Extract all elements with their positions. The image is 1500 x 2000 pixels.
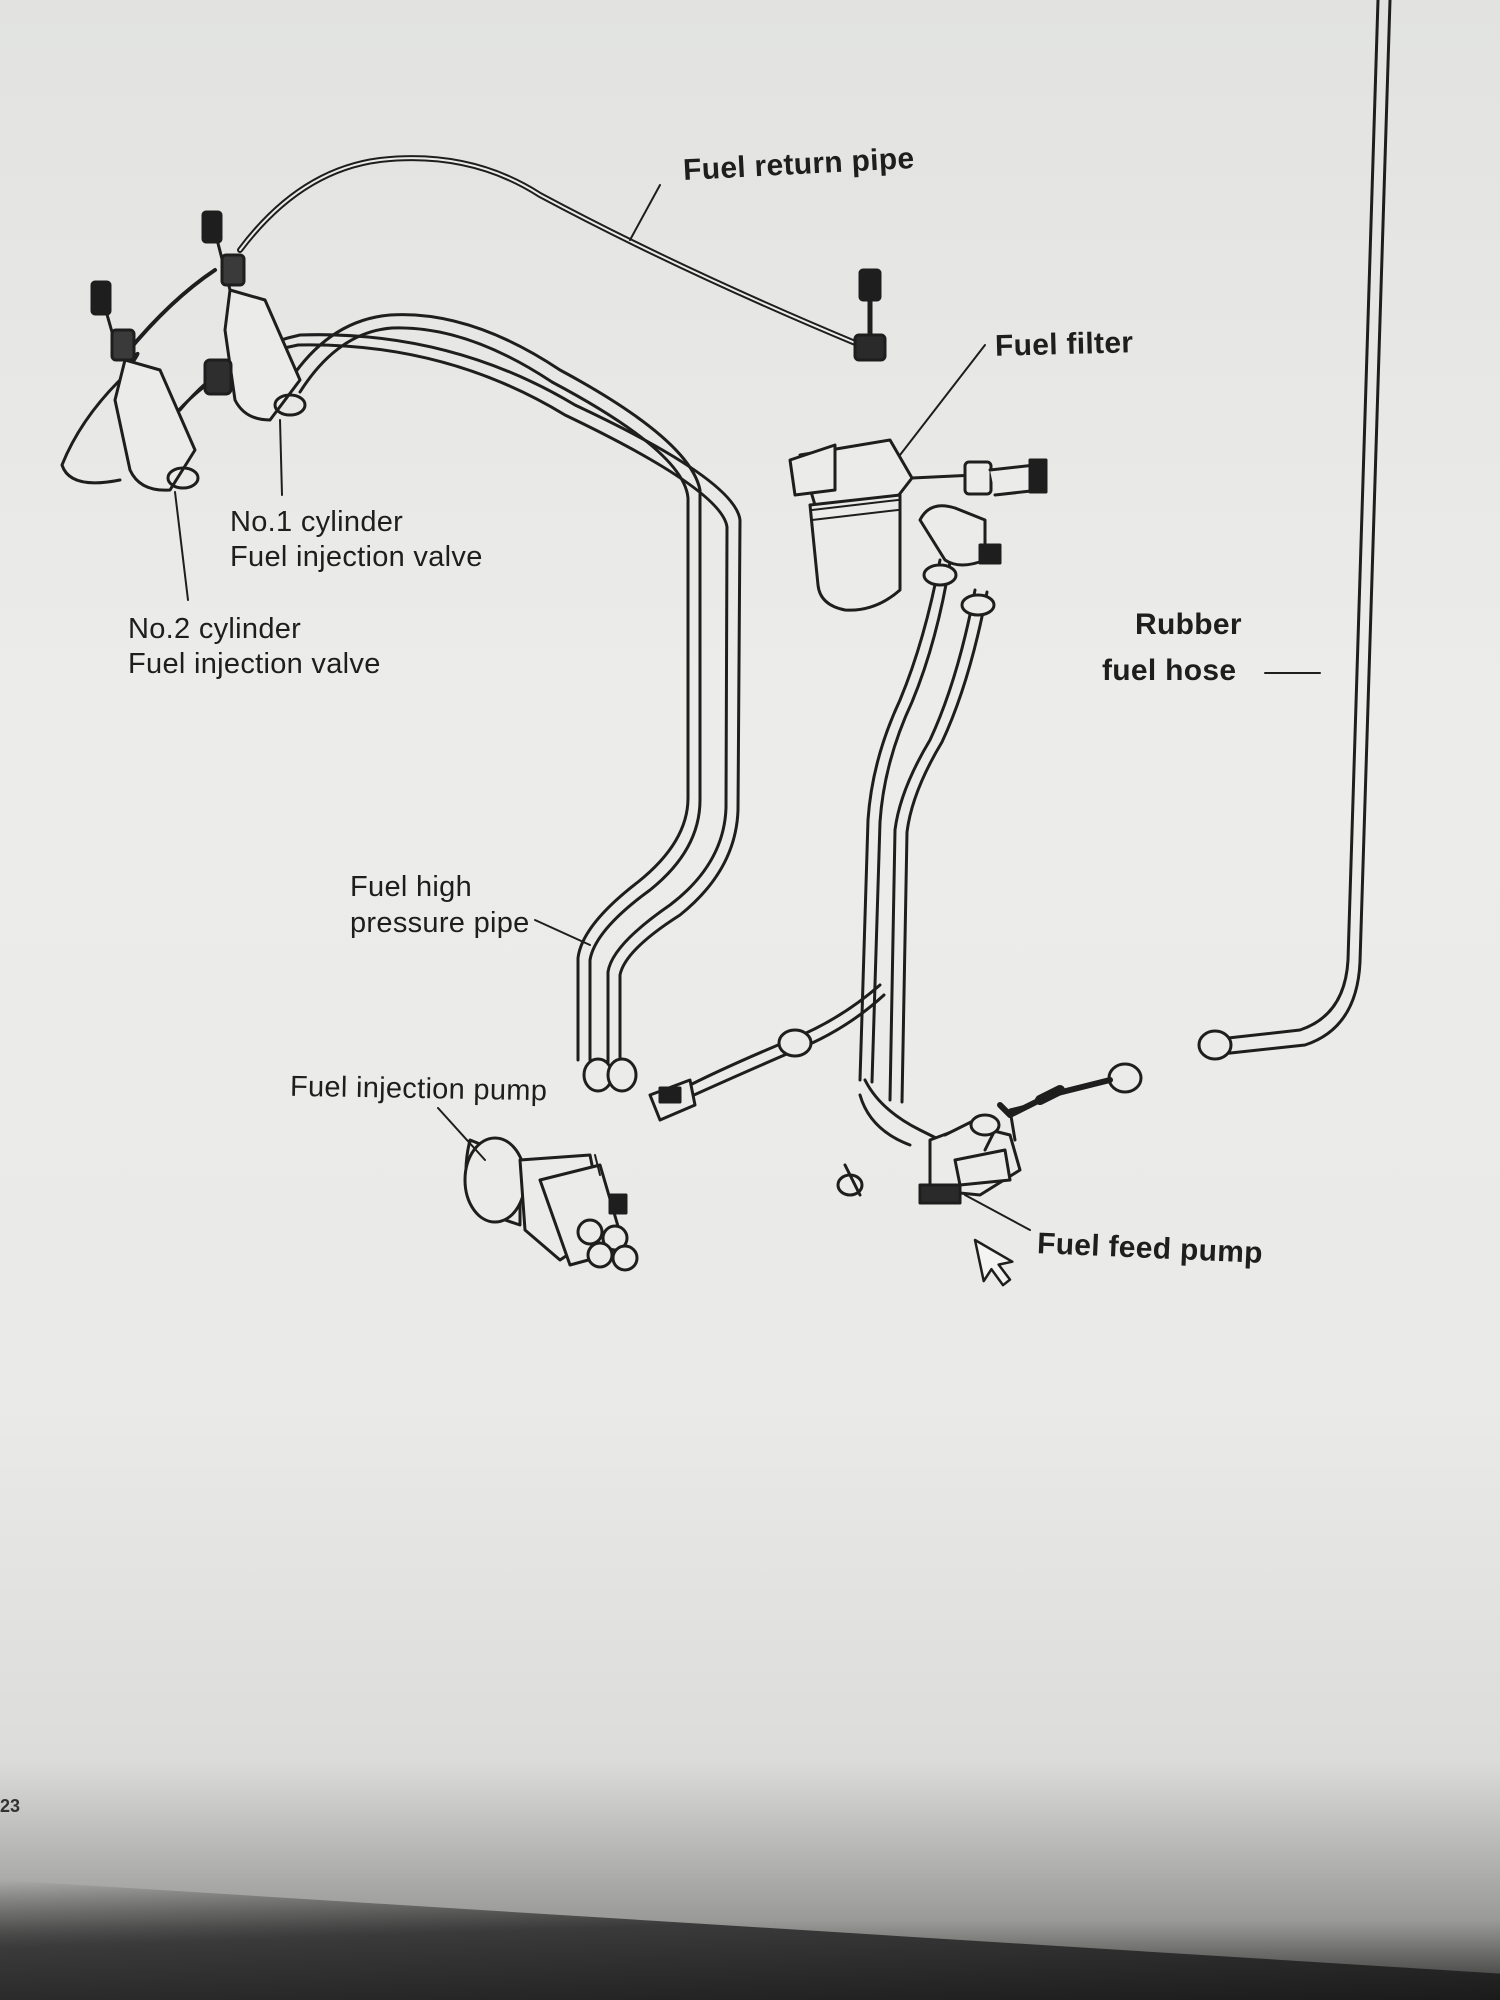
label-no1-injection-valve: Fuel injection valve: [230, 541, 483, 573]
label-fuel-high: Fuel high: [350, 871, 472, 903]
label-no2-injection-valve: Fuel injection valve: [128, 648, 381, 680]
injection-valve-no1: [201, 210, 307, 496]
fuel-filter-part: [788, 268, 1048, 617]
pipe-fittings: [582, 1028, 1233, 1122]
leader-lines: [437, 184, 1321, 1231]
left-edge-page-number: 23: [0, 1796, 21, 1816]
fuel-feed-pump-part: [836, 1103, 1032, 1205]
injection-valve-no2: [90, 280, 233, 601]
fuel-high-pressure-pipes: [168, 313, 742, 1082]
label-fuel-filter: Fuel filter: [994, 326, 1134, 363]
mouse-pointer-icon: [973, 1238, 1014, 1287]
label-pressure-pipe: pressure pipe: [350, 907, 530, 939]
label-fuel-injection-pump: Fuel injection pump: [289, 1070, 548, 1108]
label-no1-cylinder: No.1 cylinder: [230, 506, 404, 538]
fuel-supply-hoses: [858, 558, 989, 1147]
fuel-injection-pump-part: [463, 1136, 639, 1272]
label-fuel-hose: fuel hose: [1102, 654, 1237, 687]
label-no2-cylinder: No.2 cylinder: [128, 613, 302, 645]
label-rubber: Rubber: [1135, 608, 1242, 641]
rubber-fuel-hose: [1208, 0, 1392, 1057]
